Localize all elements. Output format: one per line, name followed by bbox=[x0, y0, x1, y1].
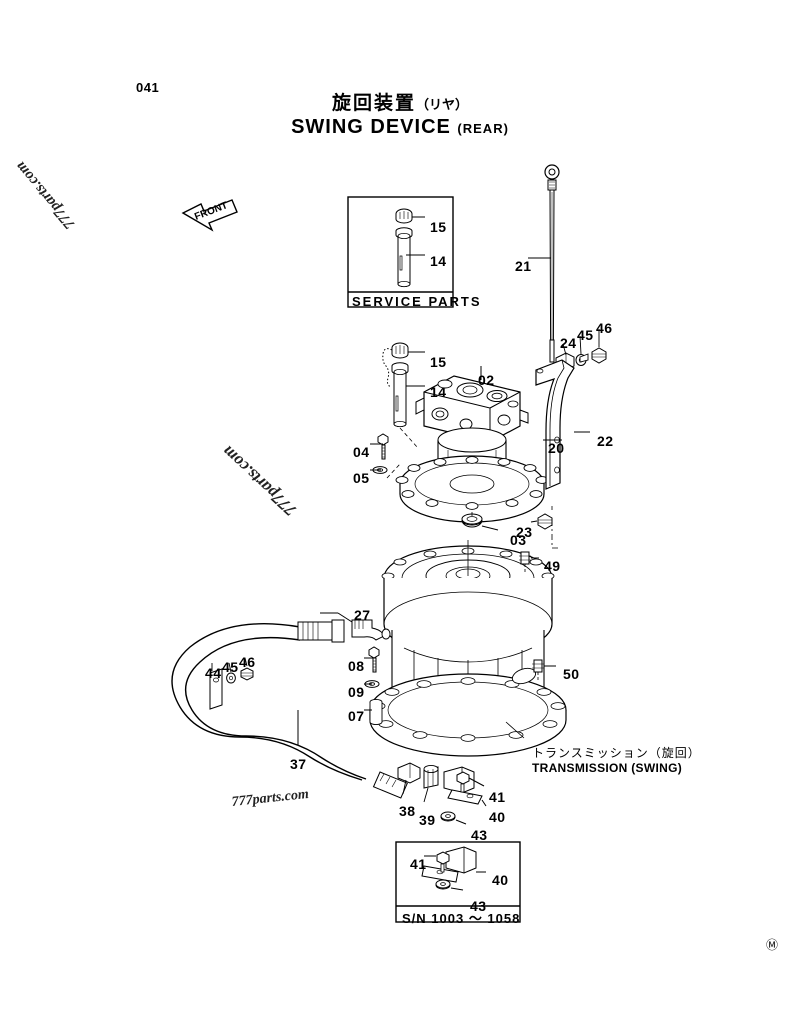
callout-05: 05 bbox=[353, 470, 370, 486]
inset-block-40 bbox=[421, 846, 477, 883]
callout-41: 41 bbox=[489, 789, 506, 805]
callout-45: 45 bbox=[577, 327, 594, 343]
callout-39: 39 bbox=[419, 812, 436, 828]
callout-20: 20 bbox=[548, 440, 565, 456]
callout-37: 37 bbox=[290, 756, 307, 772]
part-21-rod bbox=[544, 164, 560, 363]
part-39-fitting bbox=[423, 764, 439, 789]
inset-callout-41: 41 bbox=[410, 856, 427, 872]
title-en-main: SWING DEVICE bbox=[291, 116, 451, 138]
service-parts-inset bbox=[347, 196, 454, 308]
callout-08: 08 bbox=[348, 658, 365, 674]
part-41-bolt bbox=[456, 771, 470, 793]
callout-44: 44 bbox=[205, 665, 222, 681]
callout-14: 14 bbox=[430, 384, 447, 400]
callout-40: 40 bbox=[489, 809, 506, 825]
part-46-bolt bbox=[579, 347, 607, 364]
callout-27: 27 bbox=[354, 607, 371, 623]
part-03-seal bbox=[461, 513, 483, 528]
callout-15: 15 bbox=[430, 354, 447, 370]
part-37-hose bbox=[171, 619, 408, 799]
part-08-bolt bbox=[368, 646, 380, 673]
transmission-label-en: TRANSMISSION (SWING) bbox=[532, 761, 682, 775]
transmission-swing-body bbox=[369, 545, 567, 757]
inset-cap-15 bbox=[395, 208, 413, 224]
title-en-sub: (REAR) bbox=[457, 121, 509, 136]
corner-mark: Ⓜ bbox=[765, 938, 778, 952]
callout-07: 07 bbox=[348, 708, 365, 724]
title-jp-main: 旋回装置 bbox=[331, 92, 416, 114]
callout-45: 45 bbox=[222, 659, 239, 675]
transmission-label-jp: トランスミッション（旋回） bbox=[532, 746, 701, 760]
inset-callout-14: 14 bbox=[430, 253, 447, 269]
service-parts-caption: SERVICE PARTS bbox=[352, 294, 482, 309]
callout-46: 46 bbox=[239, 654, 256, 670]
part-22-bracket-arm bbox=[535, 359, 575, 490]
part-27-elbow bbox=[351, 619, 391, 641]
inset-bolt-41 bbox=[436, 851, 450, 873]
part-04-bolt bbox=[377, 433, 389, 460]
callout-50: 50 bbox=[563, 666, 580, 682]
callout-38: 38 bbox=[399, 803, 416, 819]
part-44-clamp bbox=[209, 668, 223, 710]
inset-callout-40: 40 bbox=[492, 872, 509, 888]
page-number: 041 bbox=[136, 80, 160, 95]
part-23-bolt bbox=[537, 513, 553, 530]
callout-46: 46 bbox=[596, 320, 613, 336]
part-14-dipstick-machine bbox=[391, 362, 409, 428]
part-46-bolt-lower bbox=[240, 667, 254, 681]
part-49-pin bbox=[519, 551, 531, 565]
part-15-cap-machine bbox=[382, 342, 409, 388]
part-43-nut bbox=[440, 811, 456, 822]
serial-variant-inset bbox=[395, 841, 521, 923]
callout-43: 43 bbox=[471, 827, 488, 843]
callout-04: 04 bbox=[353, 444, 370, 460]
callout-09: 09 bbox=[348, 684, 365, 700]
inset-dipstick-14 bbox=[395, 227, 413, 288]
callout-03: 03 bbox=[510, 532, 527, 548]
part-07-pin bbox=[369, 698, 383, 726]
callout-23: 23 bbox=[516, 524, 533, 540]
callout-21: 21 bbox=[515, 258, 532, 274]
page-title-en: SWING DEVICE (REAR) bbox=[0, 116, 800, 139]
part-02-swing-motor bbox=[415, 375, 529, 481]
inset-callout-15: 15 bbox=[430, 219, 447, 235]
part-38-fitting bbox=[397, 762, 421, 784]
inset-nut-43 bbox=[435, 879, 451, 890]
swing-motor-flange bbox=[395, 455, 549, 523]
title-jp-sub: （リヤ） bbox=[416, 98, 469, 113]
callout-22: 22 bbox=[597, 433, 614, 449]
inset-callout-43: 43 bbox=[470, 898, 487, 914]
callout-24: 24 bbox=[560, 335, 577, 351]
serial-variant-caption: S/N 1003 ～ 1058 bbox=[402, 911, 521, 926]
front-direction-arrow bbox=[181, 199, 238, 232]
callout-49: 49 bbox=[544, 558, 561, 574]
part-45-washer-lower bbox=[226, 672, 236, 684]
callout-02: 02 bbox=[478, 372, 495, 388]
part-50-pin bbox=[532, 659, 544, 673]
page-title-jp: 旋回装置（リヤ） bbox=[0, 88, 800, 115]
